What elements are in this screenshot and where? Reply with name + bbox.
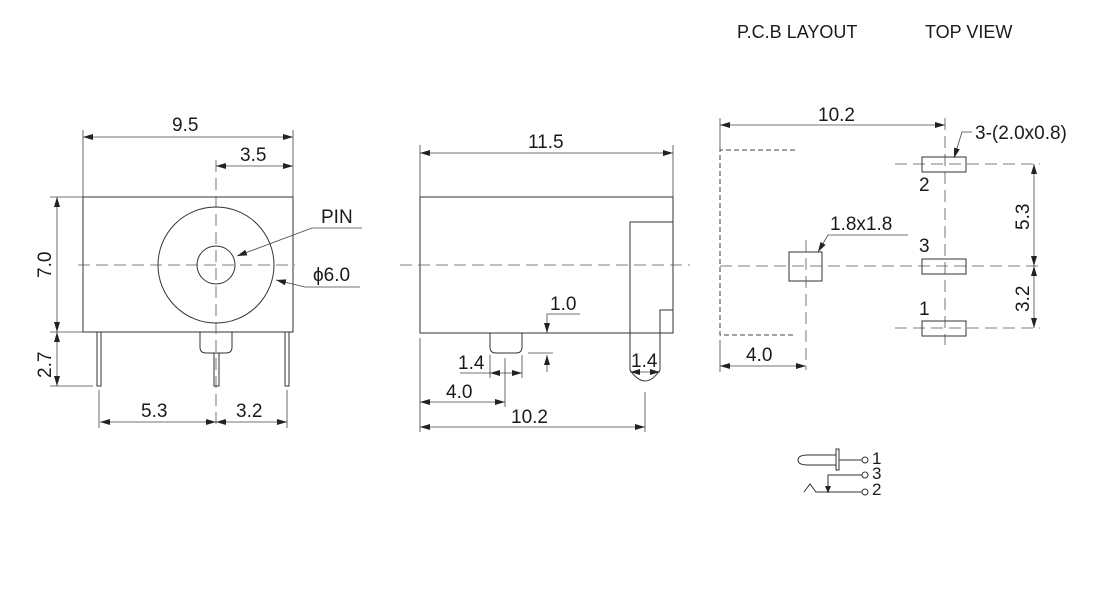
square-hole (788, 251, 823, 282)
plug-symbol (797, 454, 836, 466)
dim-hole-offset: 4.0 (746, 345, 772, 366)
pad-label-1: 1 (919, 299, 930, 320)
dim-pin-length: 2.7 (35, 352, 56, 378)
dim-tab-width: 1.4 (458, 353, 485, 374)
front-view: 9.5 3.5 PIN ϕ6.0 7.0 2.7 5.3 3.2 (35, 115, 362, 428)
dim-rear-pin-width: 1.4 (631, 351, 658, 372)
pad-label-3: 3 (919, 236, 930, 257)
dim-tab-offset: 4.0 (446, 382, 472, 403)
top-view-title: TOP VIEW (925, 22, 1012, 42)
dim-left-pin-spacing: 5.3 (141, 401, 167, 422)
side-body (419, 196, 674, 334)
schematic-symbol: 1 3 2 (797, 448, 881, 499)
pin-left (96, 331, 102, 387)
dim-spacing-lower: 3.2 (1013, 286, 1034, 312)
pcb-layout-title: P.C.B LAYOUT (737, 22, 857, 42)
pad-spec: 3-(2.0x0.8) (975, 123, 1067, 144)
pad-1 (921, 320, 967, 337)
dim-right-pin-spacing: 3.2 (236, 401, 262, 422)
dim-tab-height: 1.0 (550, 294, 576, 315)
terminal-3: 3 (872, 464, 881, 483)
dim-width: 9.5 (172, 115, 198, 136)
pin-right (284, 331, 290, 387)
footprint-outline (719, 149, 795, 336)
dim-diameter: ϕ6.0 (313, 265, 350, 286)
dim-spacing-upper: 5.3 (1013, 204, 1034, 230)
dim-height: 7.0 (35, 252, 56, 278)
side-view: 11.5 1.0 1.4 4.0 10.2 1.4 (400, 132, 690, 432)
front-body (82, 196, 294, 333)
bottom-tab (489, 333, 523, 354)
terminal-2: 2 (872, 480, 881, 499)
square-hole-size: 1.8x1.8 (830, 214, 892, 235)
pad-label-2: 2 (919, 175, 930, 196)
terminal-1: 1 (872, 449, 881, 468)
pad-3 (921, 258, 967, 275)
dim-pcb-length: 10.2 (818, 105, 855, 126)
dim-length: 11.5 (528, 132, 564, 153)
dim-pin-offset: 3.5 (240, 145, 266, 166)
pad-2 (921, 156, 967, 173)
pcb-layout: 2 3 1 10.2 3-(2.0x0.8) 1.8x1.8 4.0 5.3 3… (719, 105, 1067, 372)
pin-center (213, 352, 220, 387)
dim-rear-pin-offset: 10.2 (511, 407, 548, 428)
pin-label: PIN (321, 207, 353, 228)
